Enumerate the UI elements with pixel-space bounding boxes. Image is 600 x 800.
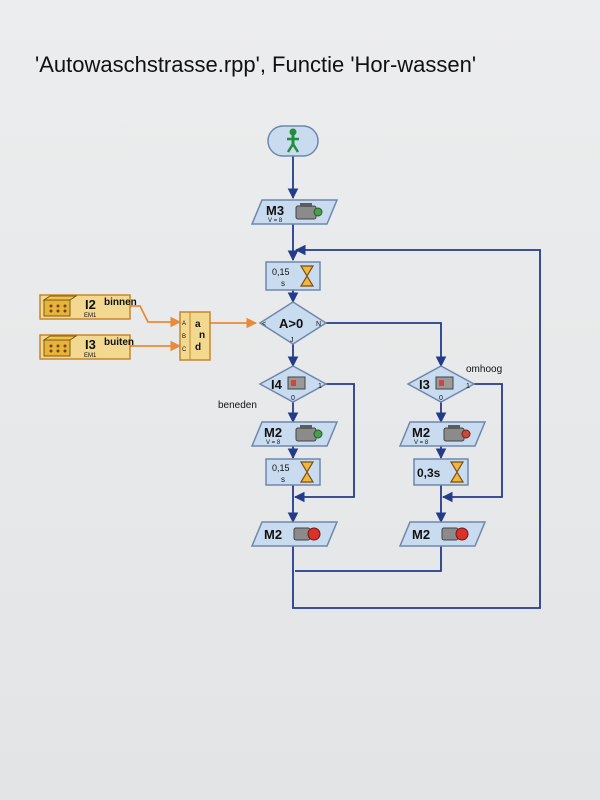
decision-a-left-port: <: [262, 321, 266, 328]
label-beneden: beneden: [218, 400, 257, 411]
input-i2-label: I2: [85, 297, 96, 312]
interface-box-icon: [42, 335, 78, 357]
diagram-title: 'Autowaschstrasse.rpp', Functie 'Hor-was…: [35, 52, 477, 77]
decision-i4-right-port: 1: [318, 383, 322, 390]
decision-a-label: A>0: [279, 316, 303, 331]
motor-m2-right-label: M2: [412, 425, 430, 440]
decision-i4-label: I4: [271, 377, 283, 392]
decision-i3-right-port: 1: [466, 383, 470, 390]
and-gate-node: A B C a n d: [179, 311, 211, 361]
decision-i4-node: I4 1 0: [258, 365, 328, 403]
stop-icon: [293, 527, 321, 541]
and-input-b: B: [182, 334, 186, 340]
edge-loop-back: [292, 244, 541, 609]
switch-icon: [435, 376, 454, 390]
decision-i3-bottom-port: 0: [439, 395, 443, 402]
decision-a-bottom-port: J: [290, 337, 294, 344]
decision-i3-node: I3 1 0: [406, 365, 476, 403]
motor-icon: [295, 425, 323, 442]
wait-top-unit: s: [281, 279, 285, 288]
wait-node-right: 0,3s: [413, 458, 469, 486]
input-i3-node: I3 EM1 buiten: [39, 334, 134, 360]
hourglass-icon: [449, 461, 465, 483]
connectors: [287, 156, 541, 609]
input-i2-module: EM1: [84, 313, 97, 319]
and-input-c: C: [182, 347, 187, 353]
and-letter-d: d: [195, 342, 201, 353]
input-i3-name: buiten: [104, 337, 134, 348]
motor-stop-left-node: M2: [250, 521, 339, 547]
decision-i4-bottom-port: 0: [291, 395, 295, 402]
motor-m2-right-node: M2 V = 8: [398, 421, 487, 447]
hourglass-icon: [299, 461, 315, 483]
edge-i2-and: [130, 305, 182, 328]
wait-node-top: 0,15 s: [265, 261, 321, 291]
motor-m2-right-speed: V = 8: [414, 440, 429, 446]
start-node: [267, 125, 319, 157]
wait-left-value: 0,15: [272, 463, 290, 473]
decision-i3-label: I3: [419, 377, 430, 392]
motor-stop-right-node: M2: [398, 521, 487, 547]
input-i2-name: binnen: [104, 297, 137, 308]
input-i3-module: EM1: [84, 353, 97, 359]
edge-decision-i3: [326, 322, 447, 368]
interface-box-icon: [42, 295, 78, 317]
motor-stop-right-label: M2: [412, 527, 430, 542]
edge-i3-bypass: [441, 383, 503, 503]
decision-a-node: A>0 < N J: [258, 301, 328, 345]
decision-a-right-port: N: [316, 321, 321, 328]
and-letter-n: n: [199, 330, 205, 341]
and-letter-a: a: [195, 319, 201, 330]
motor-m2-left-speed: V = 8: [266, 440, 281, 446]
motor-m2-left-label: M2: [264, 425, 282, 440]
label-omhoog: omhoog: [466, 364, 502, 375]
wait-right-value: 0,3s: [417, 466, 441, 480]
motor-stop-left-label: M2: [264, 527, 282, 542]
motor-icon: [443, 425, 471, 442]
input-i2-node: I2 EM1 binnen: [39, 294, 137, 320]
edge-right-merge: [295, 546, 442, 572]
motor-m2-left-node: M2 V = 8: [250, 421, 339, 447]
switch-icon: [287, 376, 306, 390]
wait-left-unit: s: [281, 475, 285, 484]
input-i3-label: I3: [85, 337, 96, 352]
logic-connectors: [130, 305, 258, 352]
edge-i4-bypass: [293, 383, 355, 503]
motor-m3-label: M3: [266, 203, 284, 218]
motor-m3-speed: V = 8: [268, 218, 283, 224]
walking-figure-icon: [286, 128, 300, 153]
hourglass-icon: [299, 265, 315, 287]
and-input-a: A: [182, 321, 186, 327]
motor-m3-node: M3 V = 8: [250, 199, 339, 225]
wait-top-value: 0,15: [272, 267, 290, 277]
motor-icon: [295, 203, 323, 220]
stop-icon: [441, 527, 469, 541]
wait-node-left: 0,15 s: [265, 458, 321, 486]
